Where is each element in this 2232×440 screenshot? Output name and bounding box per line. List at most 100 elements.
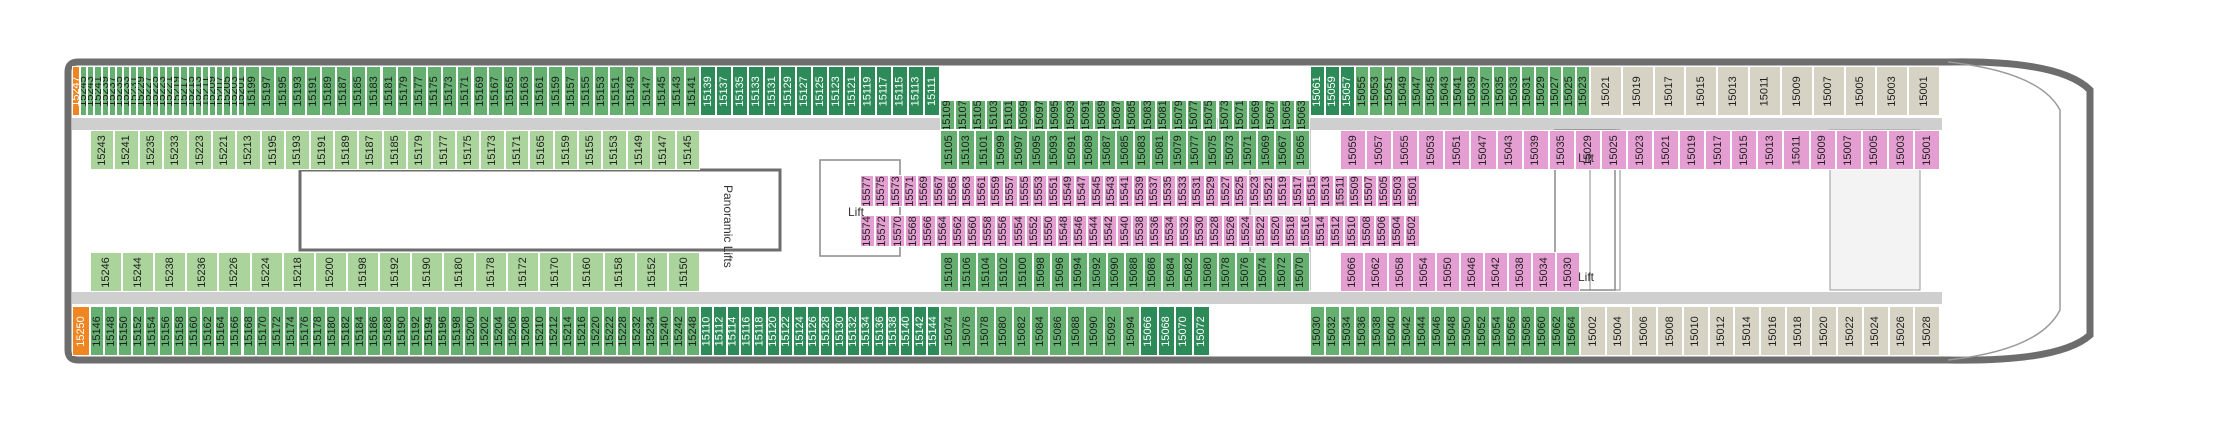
cabin-15007[interactable]: 15007 — [1812, 66, 1845, 116]
cabin-15025[interactable]: 15025 — [1600, 130, 1627, 170]
cabin-15554[interactable]: 15554 — [1011, 215, 1027, 247]
cabin-15182[interactable]: 15182 — [339, 306, 354, 356]
cabin-15193[interactable]: 15193 — [285, 130, 310, 170]
cabin-15050[interactable]: 15050 — [1436, 252, 1460, 292]
cabin-15005[interactable]: 15005 — [1861, 130, 1888, 170]
cabin-15026[interactable]: 15026 — [1888, 306, 1915, 356]
cabin-15206[interactable]: 15206 — [505, 306, 520, 356]
cabin-15178[interactable]: 15178 — [311, 306, 326, 356]
cabin-15234[interactable]: 15234 — [644, 306, 659, 356]
cabin-15538[interactable]: 15538 — [1132, 215, 1148, 247]
cabin-15002[interactable]: 15002 — [1580, 306, 1606, 356]
cabin-15092[interactable]: 15092 — [1088, 252, 1107, 292]
cabin-15004[interactable]: 15004 — [1605, 306, 1632, 356]
cabin-15522[interactable]: 15522 — [1253, 215, 1269, 247]
cabin-15510[interactable]: 15510 — [1344, 215, 1360, 247]
cabin-15157[interactable]: 15157 — [563, 66, 579, 116]
cabin-15229[interactable]: 15229 — [137, 66, 145, 116]
cabin-15046[interactable]: 15046 — [1460, 252, 1484, 292]
cabin-15526[interactable]: 15526 — [1223, 215, 1239, 247]
cabin-15013[interactable]: 15013 — [1717, 66, 1750, 116]
cabin-15058[interactable]: 15058 — [1388, 252, 1412, 292]
cabin-15003[interactable]: 15003 — [1876, 66, 1909, 116]
cabin-15572[interactable]: 15572 — [875, 215, 891, 247]
cabin-15515[interactable]: 15515 — [1305, 175, 1320, 207]
cabin-15514[interactable]: 15514 — [1314, 215, 1330, 247]
cabin-15123[interactable]: 15123 — [828, 66, 844, 116]
cabin-15573[interactable]: 15573 — [888, 175, 904, 207]
cabin-15116[interactable]: 15116 — [740, 306, 754, 356]
cabin-15034[interactable]: 15034 — [1532, 252, 1556, 292]
cabin-15177[interactable]: 15177 — [431, 130, 456, 170]
cabin-15170[interactable]: 15170 — [256, 306, 271, 356]
cabin-15005[interactable]: 15005 — [1844, 66, 1877, 116]
cabin-15186[interactable]: 15186 — [367, 306, 382, 356]
cabin-15208[interactable]: 15208 — [519, 306, 534, 356]
cabin-15083[interactable]: 15083 — [1140, 100, 1156, 130]
cabin-15190[interactable]: 15190 — [395, 306, 409, 356]
cabin-15201[interactable]: 15201 — [237, 66, 245, 116]
cabin-15197[interactable]: 15197 — [260, 66, 276, 116]
cabin-15058[interactable]: 15058 — [1520, 306, 1535, 356]
cabin-15031[interactable]: 15031 — [1520, 66, 1535, 116]
cabin-15203[interactable]: 15203 — [230, 66, 238, 116]
cabin-15210[interactable]: 15210 — [533, 306, 548, 356]
cabin-15121[interactable]: 15121 — [844, 66, 860, 116]
cabin-15550[interactable]: 15550 — [1041, 215, 1057, 247]
cabin-15150[interactable]: 15150 — [667, 252, 700, 292]
cabin-15250[interactable]: 15250 — [72, 306, 90, 356]
cabin-15017[interactable]: 15017 — [1705, 130, 1732, 170]
cabin-15036[interactable]: 15036 — [1355, 306, 1370, 356]
cabin-15021[interactable]: 15021 — [1653, 130, 1680, 170]
cabin-15196[interactable]: 15196 — [436, 306, 451, 356]
cabin-15512[interactable]: 15512 — [1329, 215, 1345, 247]
cabin-15103[interactable]: 15103 — [986, 100, 1002, 130]
cabin-15199[interactable]: 15199 — [245, 66, 261, 116]
cabin-15145[interactable]: 15145 — [675, 130, 700, 170]
cabin-15101[interactable]: 15101 — [975, 130, 993, 170]
cabin-15097[interactable]: 15097 — [1032, 100, 1048, 130]
cabin-15022[interactable]: 15022 — [1837, 306, 1863, 356]
cabin-15172[interactable]: 15172 — [270, 306, 285, 356]
cabin-15016[interactable]: 15016 — [1760, 306, 1786, 356]
cabin-15006[interactable]: 15006 — [1631, 306, 1658, 356]
cabin-15232[interactable]: 15232 — [630, 306, 645, 356]
cabin-15231[interactable]: 15231 — [130, 66, 138, 116]
cabin-15137[interactable]: 15137 — [716, 66, 732, 116]
cabin-15057[interactable]: 15057 — [1340, 66, 1355, 116]
cabin-15185[interactable]: 15185 — [382, 130, 408, 170]
cabin-15546[interactable]: 15546 — [1071, 215, 1088, 247]
cabin-15073[interactable]: 15073 — [1221, 130, 1240, 170]
cabin-15502[interactable]: 15502 — [1404, 215, 1420, 247]
cabin-15159[interactable]: 15159 — [548, 66, 564, 116]
cabin-15167[interactable]: 15167 — [487, 66, 503, 116]
cabin-15192[interactable]: 15192 — [378, 252, 412, 292]
cabin-15029[interactable]: 15029 — [1574, 130, 1601, 170]
cabin-15189[interactable]: 15189 — [334, 130, 359, 170]
cabin-15151[interactable]: 15151 — [609, 66, 625, 116]
cabin-15053[interactable]: 15053 — [1368, 66, 1383, 116]
cabin-15531[interactable]: 15531 — [1190, 175, 1205, 207]
cabin-15119[interactable]: 15119 — [860, 66, 876, 116]
cabin-15093[interactable]: 15093 — [1063, 100, 1079, 130]
cabin-15066[interactable]: 15066 — [1140, 306, 1158, 356]
cabin-15153[interactable]: 15153 — [602, 130, 627, 170]
cabin-15148[interactable]: 15148 — [103, 306, 118, 356]
cabin-15114[interactable]: 15114 — [726, 306, 740, 356]
cabin-15568[interactable]: 15568 — [905, 215, 921, 247]
cabin-15056[interactable]: 15056 — [1505, 306, 1520, 356]
cabin-15041[interactable]: 15041 — [1451, 66, 1466, 116]
cabin-15078[interactable]: 15078 — [976, 306, 995, 356]
cabin-15168[interactable]: 15168 — [242, 306, 257, 356]
cabin-15108[interactable]: 15108 — [940, 252, 959, 292]
cabin-15044[interactable]: 15044 — [1415, 306, 1430, 356]
cabin-15179[interactable]: 15179 — [407, 130, 432, 170]
cabin-15070[interactable]: 15070 — [1175, 306, 1193, 356]
cabin-15093[interactable]: 15093 — [1045, 130, 1064, 170]
cabin-15143[interactable]: 15143 — [669, 66, 685, 116]
cabin-15024[interactable]: 15024 — [1862, 306, 1889, 356]
cabin-15516[interactable]: 15516 — [1298, 215, 1315, 247]
cabin-15533[interactable]: 15533 — [1175, 175, 1191, 207]
cabin-15165[interactable]: 15165 — [529, 130, 554, 170]
cabin-15133[interactable]: 15133 — [748, 66, 764, 116]
